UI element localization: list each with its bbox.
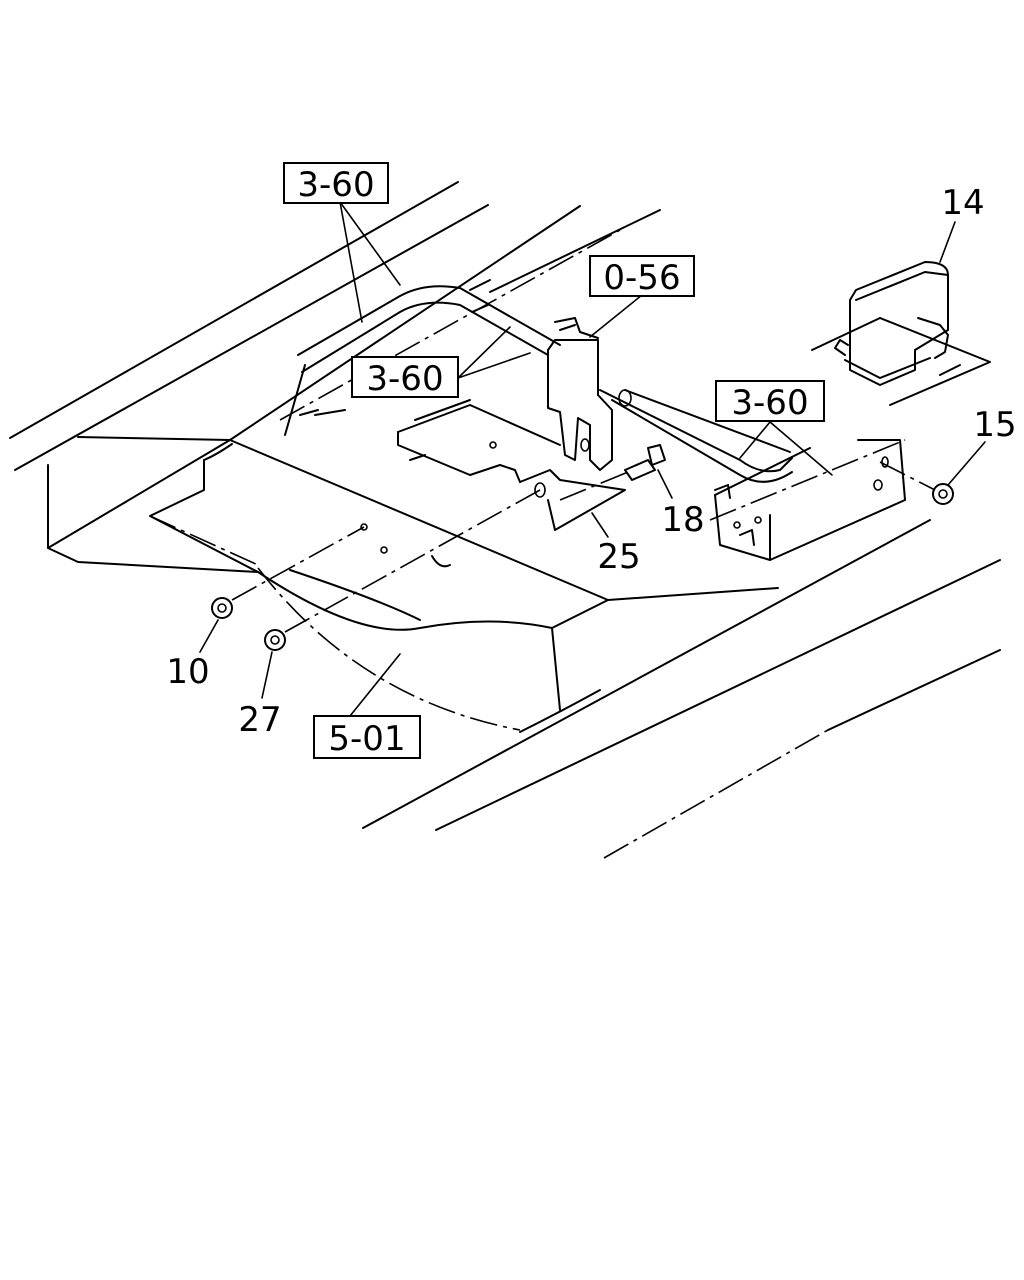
part-number-10: 10 [166, 652, 209, 692]
part-number-25: 25 [597, 537, 640, 577]
ref-box-top-label: 3-60 [297, 165, 374, 205]
ref-box-middle-label: 3-60 [366, 359, 443, 399]
component-block [709, 261, 991, 561]
nut-27 [264, 489, 541, 651]
ref-box-frame: 5-01 [313, 715, 421, 759]
part-number-15: 15 [973, 405, 1016, 445]
bracket [397, 317, 626, 531]
ref-box-top: 3-60 [283, 162, 389, 205]
part-number-18: 18 [661, 500, 704, 540]
ref-box-right-label: 3-60 [731, 383, 808, 423]
pipes [297, 279, 793, 483]
nut-15 [879, 461, 954, 505]
nut-10 [211, 526, 365, 619]
part-number-27: 27 [238, 700, 281, 740]
fastener-bolt-18 [559, 444, 666, 501]
ref-box-bracket-label: 0-56 [603, 258, 680, 298]
ref-box-bracket: 0-56 [589, 255, 695, 298]
frame-rails [9, 181, 1001, 859]
crossmember [47, 364, 779, 733]
part-number-14: 14 [941, 183, 984, 223]
ref-box-middle: 3-60 [351, 356, 459, 399]
ref-box-right: 3-60 [715, 380, 825, 423]
ref-box-frame-label: 5-01 [328, 719, 405, 759]
leader-lines [199, 201, 986, 717]
